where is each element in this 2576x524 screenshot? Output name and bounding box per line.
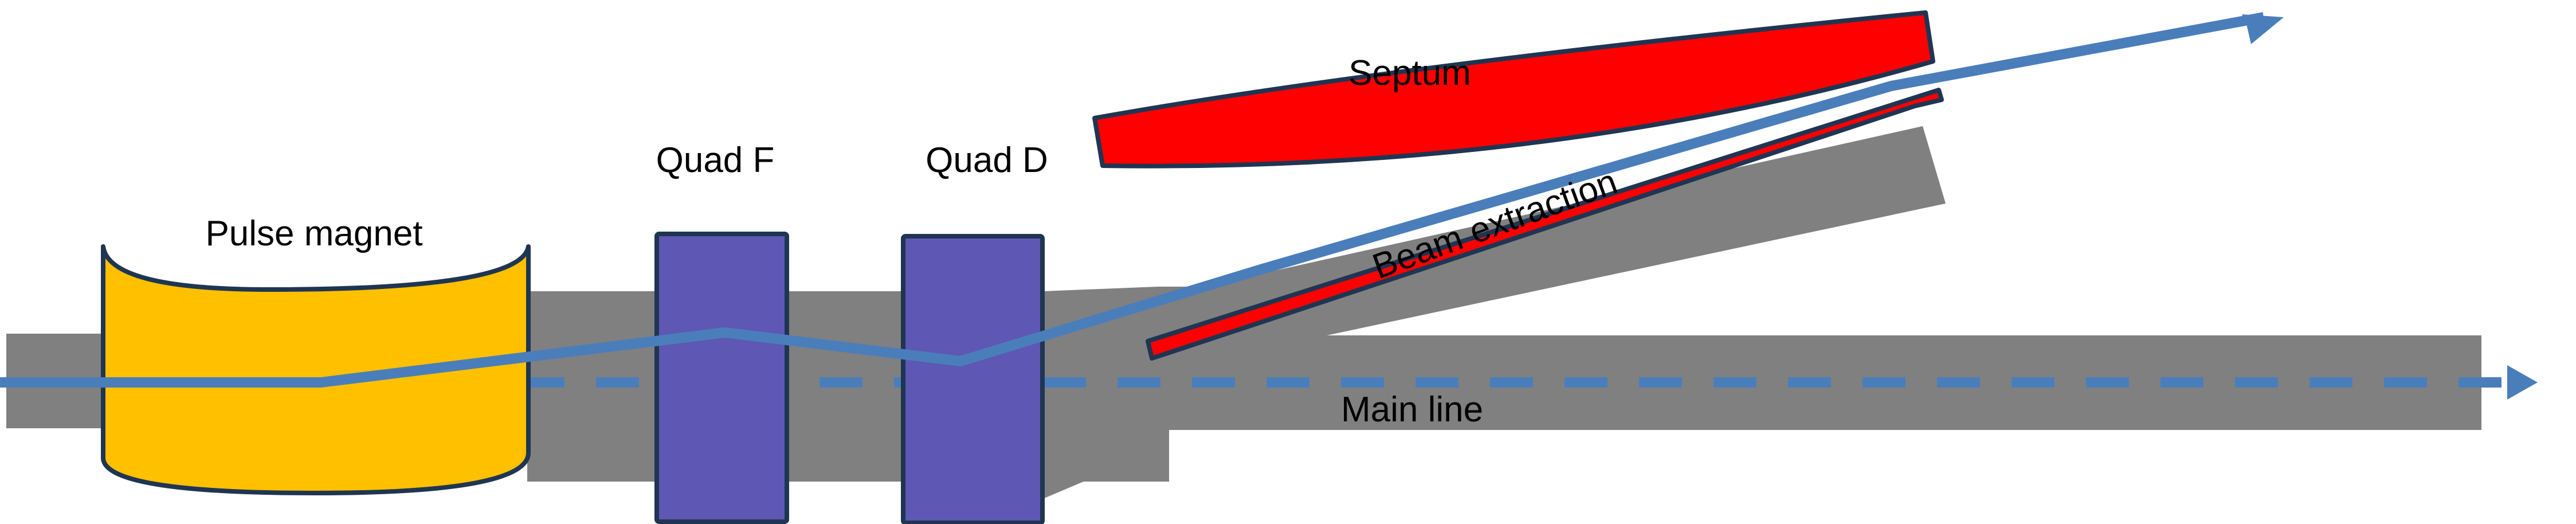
pulse-magnet: [101, 244, 531, 495]
main-line-beam: [0, 365, 2538, 400]
extracted-beam: [0, 12, 2284, 388]
quad-d-magnet: [901, 234, 1045, 524]
septum-lower-blade: [1146, 88, 1944, 361]
pulse-magnet-body: [101, 244, 531, 495]
extracted-beam-arrowhead: [2242, 14, 2284, 44]
beampipe-extraction-channel: [1100, 126, 1946, 373]
quad-f-magnet: [654, 232, 789, 524]
main-line-arrowhead: [2507, 365, 2538, 400]
label-main-line: Main line: [1341, 390, 1483, 429]
label-quad-d: Quad D: [926, 140, 1048, 180]
label-quad-f: Quad F: [656, 140, 775, 180]
label-septum: Septum: [1348, 53, 1471, 93]
label-pulse-magnet: Pulse magnet: [205, 214, 422, 253]
extracted-beam-trajectory: [0, 12, 2265, 388]
septum-upper-blade: [1092, 10, 1935, 169]
septum: [1092, 10, 1944, 361]
